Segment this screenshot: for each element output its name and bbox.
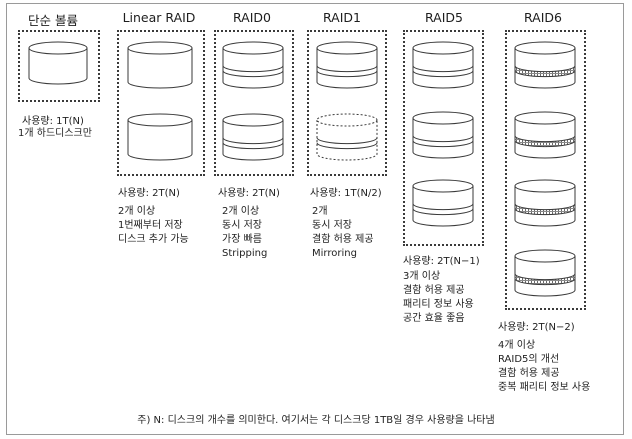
desc-raid6: 4개 이상 RAID5의 개선 결함 허용 제공 중복 패리티 정보 사용 <box>498 339 590 395</box>
desc-line: 동시 저장 <box>312 220 352 231</box>
desc-line: 결함 허용 제공 <box>312 234 374 245</box>
desc-raid1: 2개 동시 저장 결함 허용 제공 Mirroring <box>312 205 374 261</box>
disk-linear-1 <box>127 41 193 89</box>
desc-line: 패리티 정보 사용 <box>403 299 474 310</box>
desc-line: 결함 허용 제공 <box>498 368 560 379</box>
footnote: 주) N: 디스크의 개수를 의미한다. 여기서는 각 디스크당 1TB일 경우… <box>137 415 495 426</box>
desc-line: 4개 이상 <box>498 340 536 351</box>
desc-raid5: 3개 이상 결함 허용 제공 패리티 정보 사용 공간 효율 좋음 <box>403 270 474 326</box>
disk-raid0-2 <box>222 113 284 161</box>
desc-line: 2개 이상 <box>222 206 260 217</box>
desc-line: 디스크 추가 가능 <box>118 234 189 245</box>
disk-raid0-1 <box>222 41 284 89</box>
header-raid1: RAID1 <box>323 10 361 25</box>
disk-raid6-3 <box>514 179 576 227</box>
desc-linear: 2개 이상 1번째부터 저장 디스크 추가 가능 <box>118 205 189 247</box>
desc-line: 동시 저장 <box>222 220 262 231</box>
group-single <box>18 30 100 102</box>
header-linear: Linear RAID <box>122 10 196 25</box>
desc-line: 중복 패리티 정보 사용 <box>498 382 591 393</box>
desc-raid0: 2개 이상 동시 저장 가장 빠름 Stripping <box>222 205 267 261</box>
desc-line: 공간 효율 좋음 <box>403 313 465 324</box>
disk-raid6-2 <box>514 111 576 159</box>
desc-line: 가장 빠름 <box>222 234 262 245</box>
header-raid0: RAID0 <box>233 10 271 25</box>
disk-single-1 <box>28 41 88 85</box>
group-linear <box>117 30 205 176</box>
desc-line: 결함 허용 제공 <box>403 285 465 296</box>
usage-linear: 사용량: 2T(N) <box>118 188 180 199</box>
disk-raid5-1 <box>412 41 474 89</box>
header-raid6: RAID6 <box>524 10 562 25</box>
desc-line: 2개 이상 <box>118 206 156 217</box>
group-raid0 <box>214 30 294 176</box>
usage-single: 사용량: 1T(N) <box>22 116 84 127</box>
desc-line: 1개 하드디스크만 <box>18 128 92 139</box>
disk-raid6-1 <box>514 41 576 89</box>
usage-raid0: 사용량: 2T(N) <box>218 188 280 199</box>
desc-line: 2개 <box>312 206 328 217</box>
disk-raid5-2 <box>412 111 474 159</box>
desc-line: 1번째부터 저장 <box>118 220 183 231</box>
group-raid1 <box>307 30 387 176</box>
disk-raid5-3 <box>412 179 474 227</box>
header-single: 단순 볼륨 <box>28 13 78 28</box>
desc-line: Mirroring <box>312 248 357 259</box>
desc-line: Stripping <box>222 248 268 259</box>
disk-linear-2 <box>127 113 193 161</box>
header-raid5: RAID5 <box>425 10 463 25</box>
usage-raid5: 사용량: 2T(N−1) <box>403 256 480 267</box>
usage-raid1: 사용량: 1T(N/2) <box>310 188 382 199</box>
disk-raid1-1 <box>316 41 378 89</box>
desc-line: 3개 이상 <box>403 271 441 282</box>
group-raid5 <box>403 30 484 246</box>
desc-single: 1개 하드디스크만 <box>18 127 92 141</box>
desc-line: RAID5의 개선 <box>498 354 560 365</box>
disk-raid6-4 <box>514 249 576 297</box>
disk-raid1-2 <box>316 113 378 161</box>
diagram-frame <box>6 3 624 435</box>
usage-raid6: 사용량: 2T(N−2) <box>498 322 575 333</box>
group-raid6 <box>505 30 586 310</box>
